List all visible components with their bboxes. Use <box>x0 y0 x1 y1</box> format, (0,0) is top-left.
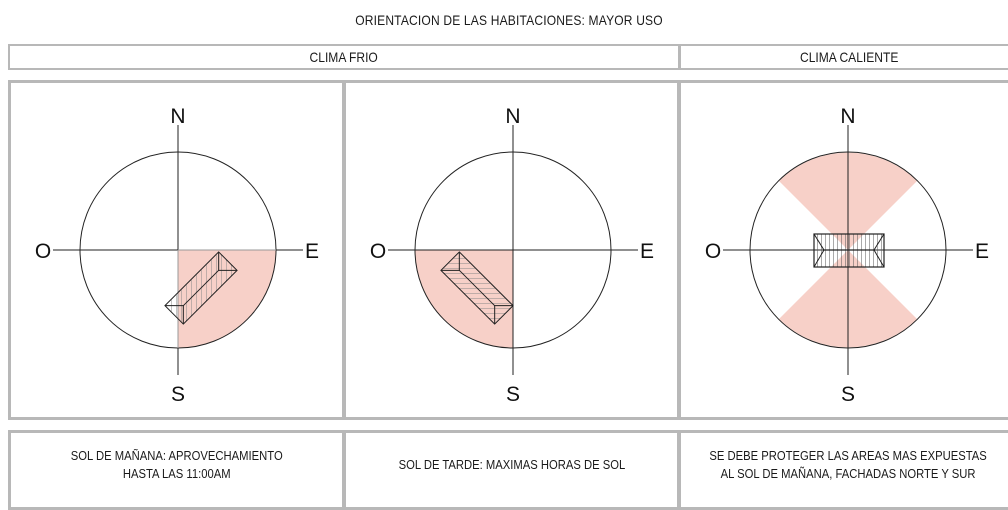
east-label: E <box>975 240 989 263</box>
west-label: O <box>705 240 721 263</box>
compass-diagram-afternoon: N S E O <box>370 105 654 406</box>
caption-line: SOL DE TARDE: MAXIMAS HORAS DE SOL <box>398 458 625 472</box>
header-hot-climate-label: CLIMA CALIENTE <box>799 49 899 65</box>
caption-line: HASTA LAS 11:00AM <box>122 467 231 481</box>
north-label: N <box>170 105 185 128</box>
west-label: O <box>370 240 386 263</box>
panel-hot-climate: N S E O <box>678 80 1008 420</box>
compass-diagram-hot: N S E O <box>705 105 989 406</box>
north-label: N <box>840 105 855 128</box>
diagram-title: ORIENTACION DE LAS HABITACIONES: MAYOR U… <box>355 12 663 28</box>
building-icon <box>440 251 514 325</box>
sun-zone-south-west <box>415 250 513 348</box>
building-icon <box>813 233 885 268</box>
east-label: E <box>640 240 654 263</box>
caption-line: AL SOL DE MAÑANA, FACHADAS NORTE Y SUR <box>720 467 976 481</box>
west-label: O <box>35 240 51 263</box>
panel-cold-morning: N S E O <box>8 80 345 420</box>
caption-hot-climate: SE DEBE PROTEGER LAS AREAS MAS EXPUESTAS… <box>678 430 1008 510</box>
south-label: S <box>171 383 185 406</box>
caption-cold-afternoon: SOL DE TARDE: MAXIMAS HORAS DE SOL <box>343 430 680 510</box>
north-label: N <box>505 105 520 128</box>
caption-cold-morning: SOL DE MAÑANA: APROVECHAMIENTO HASTA LAS… <box>8 430 345 510</box>
caption-line: SE DEBE PROTEGER LAS AREAS MAS EXPUESTAS <box>709 449 987 463</box>
header-cold-climate-label: CLIMA FRIO <box>309 49 379 65</box>
panel-cold-afternoon: N S E O <box>343 80 680 420</box>
south-label: S <box>506 383 520 406</box>
header-cold-climate: CLIMA FRIO <box>8 44 680 70</box>
compass-diagram-morning: N S E O <box>35 105 319 406</box>
south-label: S <box>841 383 855 406</box>
caption-line: SOL DE MAÑANA: APROVECHAMIENTO <box>70 449 283 463</box>
east-label: E <box>305 240 319 263</box>
header-hot-climate: CLIMA CALIENTE <box>679 44 1008 70</box>
building-icon <box>164 251 238 325</box>
